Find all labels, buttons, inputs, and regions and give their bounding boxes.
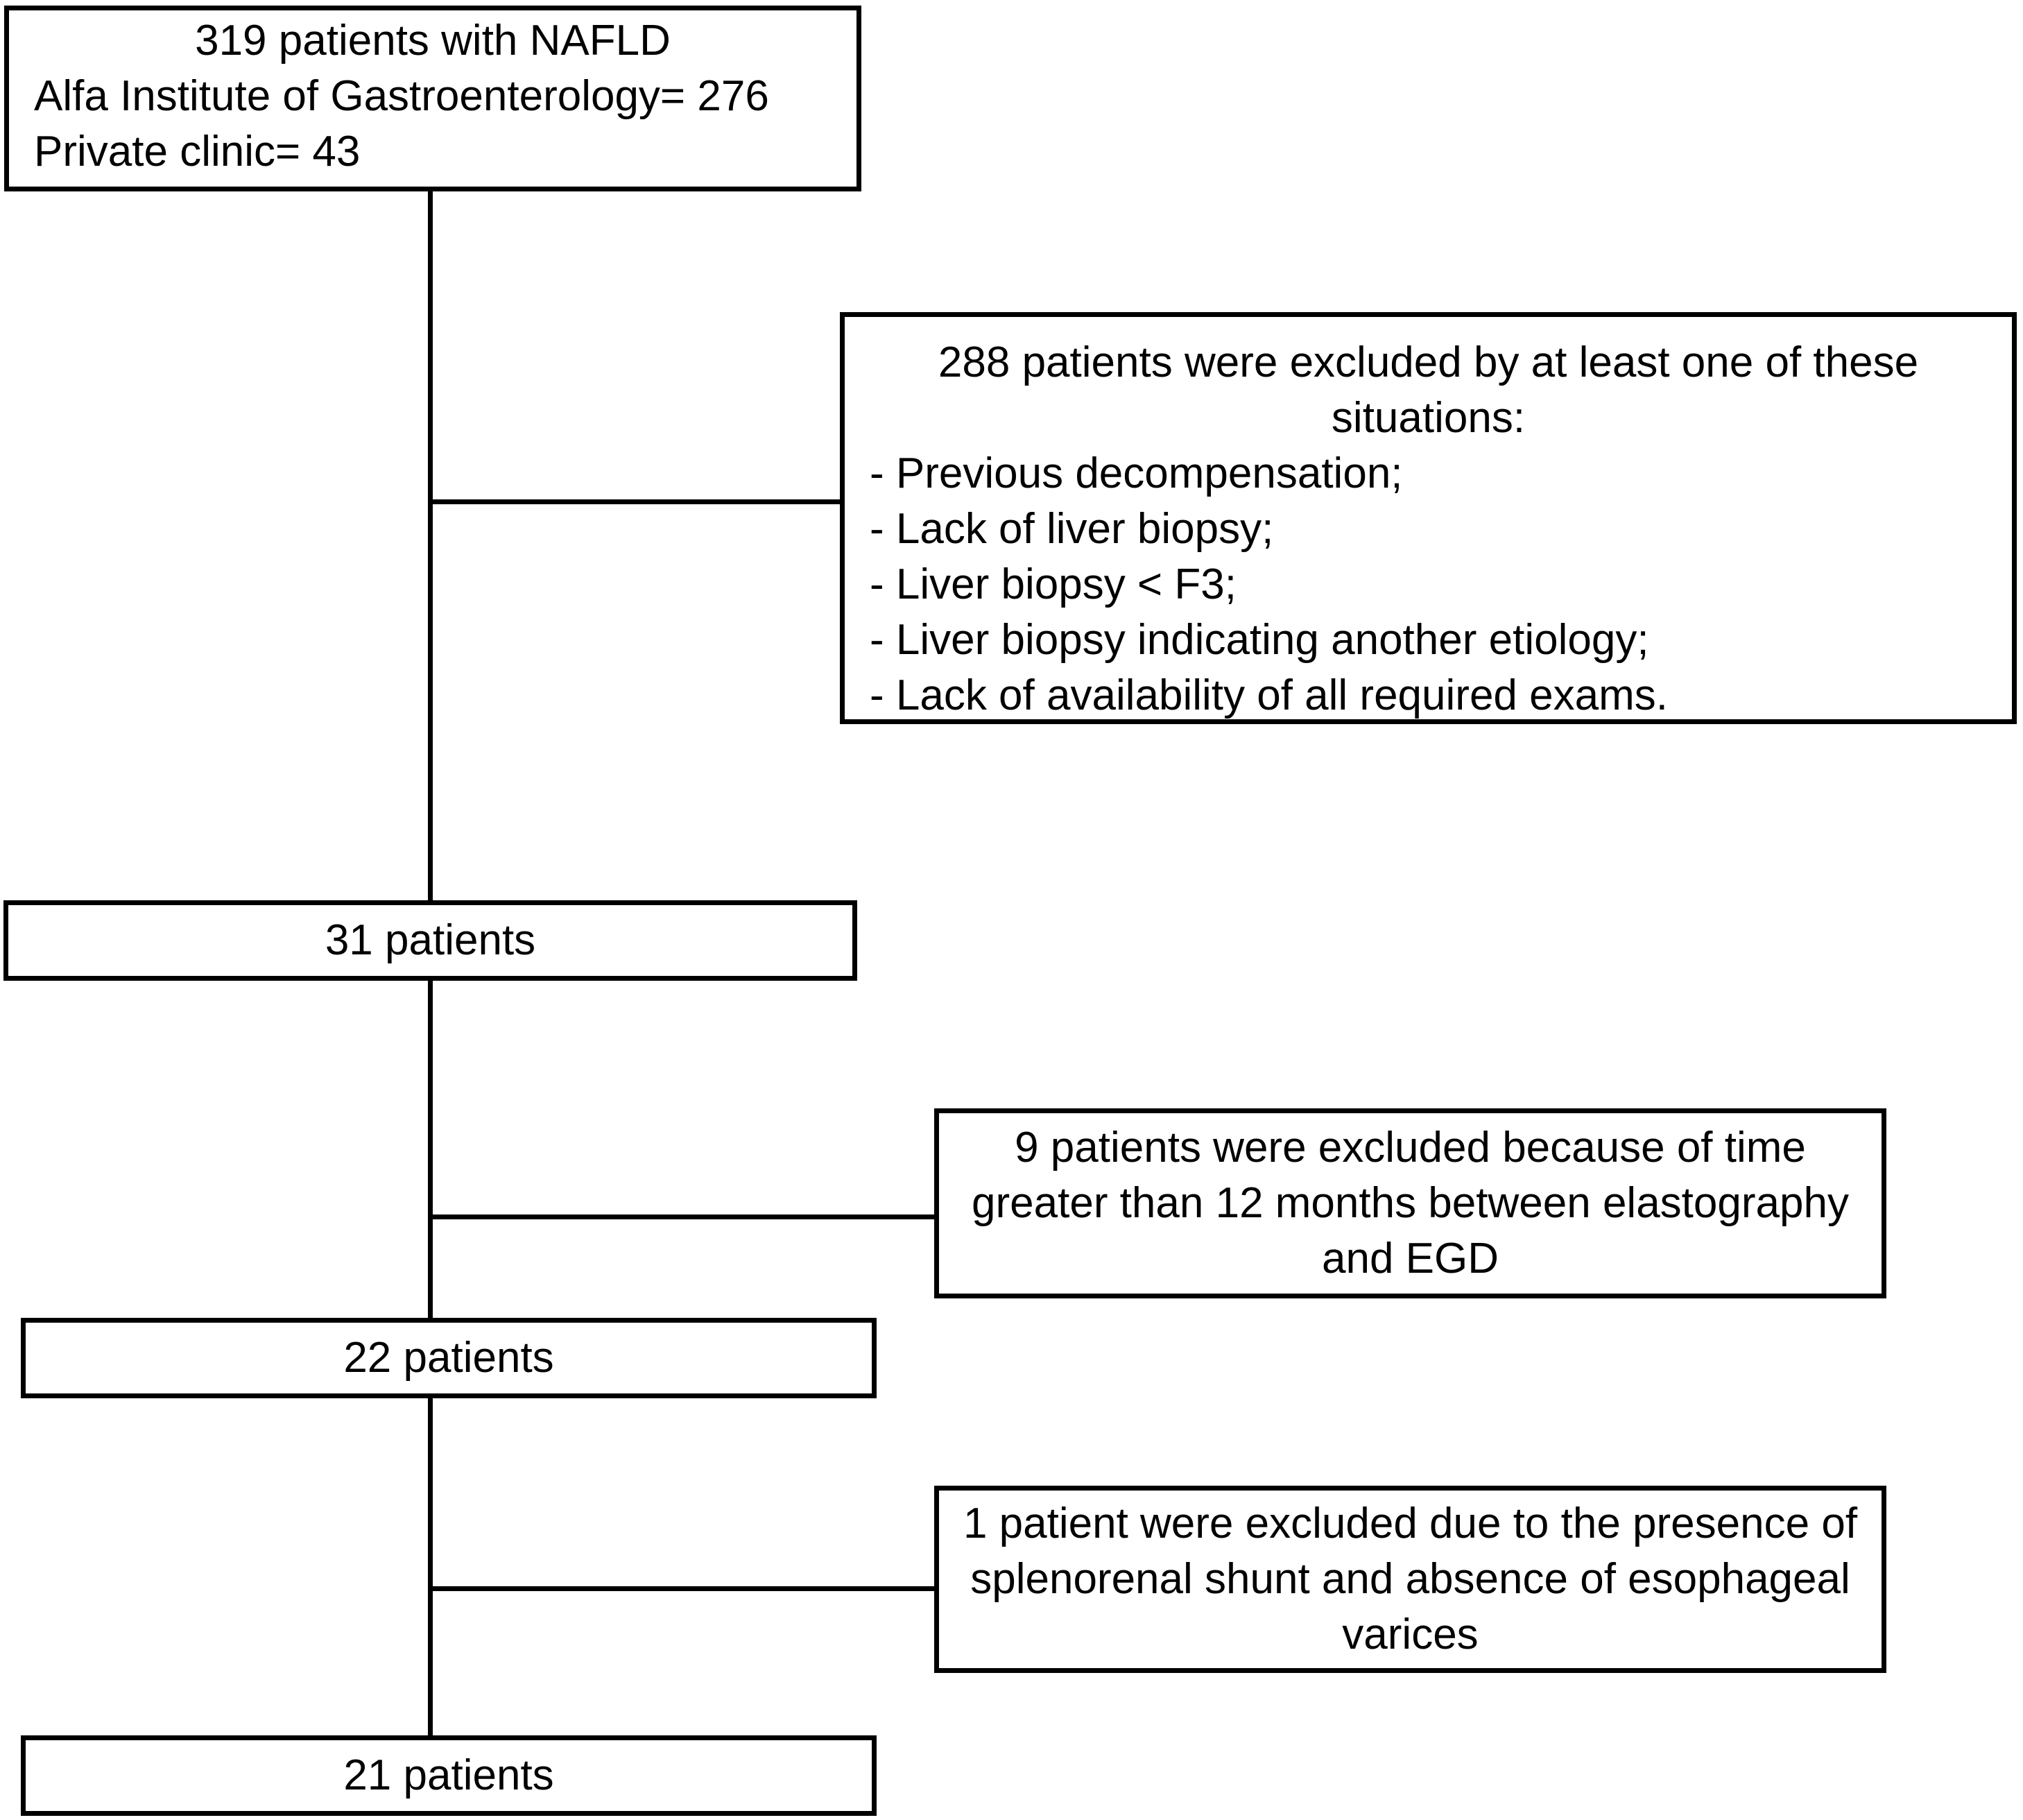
- cohort-31-box: 31 patients: [3, 900, 857, 981]
- exclusion-1-line-1: 1 patient were excluded due to the prese…: [963, 1500, 1858, 1547]
- connector-horizontal-2: [430, 1214, 936, 1219]
- cohort-31-label: 31 patients: [325, 916, 536, 964]
- enrollment-source-line-1: Alfa Institute of Gastroenterology= 276: [34, 72, 769, 120]
- enrollment-source-line-2: Private clinic= 43: [34, 128, 361, 175]
- cohort-22-box: 22 patients: [21, 1318, 877, 1398]
- connector-vertical-2: [428, 979, 433, 1319]
- connector-vertical-1: [428, 190, 433, 902]
- exclusion-288-item-3: - Liver biopsy < F3;: [870, 560, 1237, 608]
- exclusion-1-line-2: splenorenal shunt and absence of esophag…: [970, 1555, 1850, 1603]
- exclusion-9-line-2: greater than 12 months between elastogra…: [972, 1179, 1849, 1227]
- exclusion-288-box: 288 patients were excluded by at least o…: [840, 312, 2017, 724]
- connector-vertical-3: [428, 1397, 433, 1737]
- connector-horizontal-1: [430, 499, 842, 504]
- exclusion-288-title-line-1: 288 patients were excluded by at least o…: [938, 338, 1919, 386]
- exclusion-288-item-2: - Lack of liver biopsy;: [870, 505, 1274, 553]
- enrollment-box: 319 patients with NAFLD Alfa Institute o…: [4, 6, 861, 191]
- exclusion-288-item-4: - Liver biopsy indicating another etiolo…: [870, 616, 1649, 664]
- exclusion-1-line-3: varices: [1342, 1611, 1479, 1658]
- exclusion-9-line-1: 9 patients were excluded because of time: [1015, 1124, 1806, 1171]
- exclusion-9-line-3: and EGD: [1321, 1235, 1499, 1282]
- exclusion-9-box: 9 patients were excluded because of time…: [934, 1108, 1886, 1298]
- cohort-22-label: 22 patients: [343, 1334, 554, 1382]
- exclusion-288-item-5: - Lack of availability of all required e…: [870, 671, 1668, 719]
- exclusion-288-item-1: - Previous decompensation;: [870, 449, 1403, 497]
- cohort-21-box: 21 patients: [21, 1735, 877, 1816]
- enrollment-count-line: 319 patients with NAFLD: [195, 17, 671, 65]
- exclusion-1-box: 1 patient were excluded due to the prese…: [934, 1486, 1886, 1673]
- exclusion-288-title-line-2: situations:: [1331, 394, 1526, 442]
- connector-horizontal-3: [430, 1586, 936, 1591]
- cohort-21-label: 21 patients: [343, 1751, 554, 1799]
